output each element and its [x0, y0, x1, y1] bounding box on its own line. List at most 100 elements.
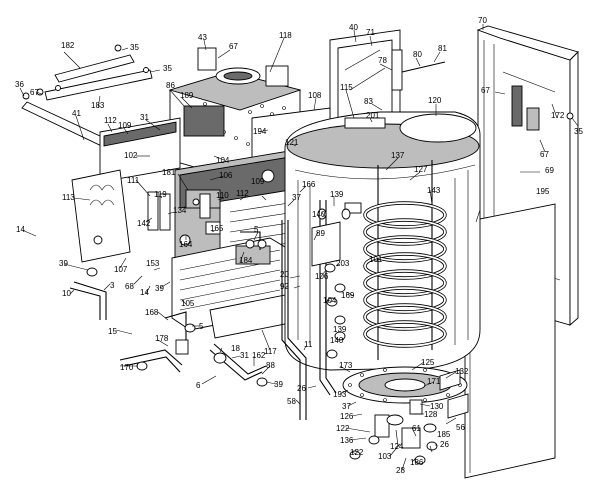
part-label: 78 — [378, 56, 387, 65]
part-label: 20 — [280, 270, 289, 279]
part-label: 110 — [216, 191, 229, 200]
part-label: 168 — [145, 308, 159, 317]
part-label: 125 — [421, 358, 435, 367]
part-label: 10 — [62, 289, 71, 298]
part-label: 126 — [340, 412, 354, 421]
part-label: 56 — [456, 423, 465, 432]
part-label: 43 — [198, 33, 207, 42]
part-label: 115 — [340, 83, 353, 92]
part-label: 189 — [180, 91, 194, 100]
heating-coil — [344, 160, 447, 360]
part-label: 171 — [427, 377, 441, 386]
part-label: 35 — [163, 64, 172, 73]
part-label: 132 — [455, 367, 469, 376]
part-label: 140 — [312, 210, 326, 219]
part-label: 122 — [336, 424, 350, 433]
part-label: 113 — [62, 193, 75, 202]
part-label: 183 — [91, 101, 105, 110]
insulation-frame — [71, 117, 181, 263]
part-label: 120 — [428, 96, 442, 105]
part-label: 139 — [330, 190, 344, 199]
part-label: 117 — [264, 347, 277, 356]
part-label: 3 — [110, 281, 115, 290]
part-label: 153 — [146, 259, 160, 268]
part-label: 130 — [430, 402, 444, 411]
part-label: 108 — [308, 91, 322, 100]
burner-assembly — [171, 237, 306, 339]
pipework — [69, 200, 337, 420]
part-label: 185 — [437, 430, 451, 439]
part-label: 101 — [369, 255, 383, 264]
part-label: 164 — [179, 240, 193, 249]
part-label: 102 — [124, 151, 138, 160]
part-label: 14 — [140, 288, 149, 297]
part-label: 31 — [240, 351, 249, 360]
part-label: 67 — [30, 88, 39, 97]
part-label: 83 — [364, 97, 373, 106]
part-label: 112 — [236, 189, 249, 198]
part-label: 81 — [438, 44, 447, 53]
part-label: 173 — [339, 361, 353, 370]
part-label: 186 — [410, 458, 424, 467]
part-label: 26 — [440, 440, 449, 449]
part-label: 14 — [16, 225, 25, 234]
part-label: 112 — [104, 116, 117, 125]
part-label: 61 — [412, 424, 421, 433]
part-label: 124 — [390, 442, 404, 451]
part-label: 181 — [162, 168, 176, 177]
part-label: 5 — [254, 225, 259, 234]
part-label: 118 — [279, 31, 292, 40]
leader-lines — [19, 24, 579, 471]
part-label: 139 — [333, 325, 347, 334]
tank-bottom-flange — [342, 366, 468, 404]
part-label: 140 — [330, 336, 344, 345]
part-label: 103 — [378, 452, 392, 461]
part-labels: 182 35 35 43 67 118 40 71 70 36 67 183 8… — [15, 16, 583, 475]
part-label: 106 — [219, 171, 233, 180]
part-label: 109 — [251, 177, 265, 186]
part-label: 71 — [366, 28, 375, 37]
part-label: 142 — [137, 219, 151, 228]
part-label: 80 — [413, 50, 422, 59]
part-label: 127 — [414, 165, 428, 174]
part-label: 58 — [287, 397, 296, 406]
part-label: 88 — [266, 361, 275, 370]
part-label: 39 — [59, 259, 68, 268]
part-label: 121 — [285, 138, 299, 147]
part-label: 111 — [127, 176, 140, 185]
part-label: 37 — [342, 402, 351, 411]
part-label: 193 — [333, 390, 347, 399]
part-label: 170 — [120, 363, 134, 372]
part-label: 28 — [396, 466, 405, 475]
part-label: 169 — [341, 291, 355, 300]
part-label: 86 — [166, 81, 175, 90]
part-label: 184 — [239, 256, 253, 265]
part-label: 137 — [391, 151, 405, 160]
part-label: 104 — [323, 296, 337, 305]
part-label: 92 — [280, 282, 289, 291]
part-label: 67 — [540, 150, 549, 159]
part-label: 15 — [108, 327, 117, 336]
part-label: 122 — [350, 448, 364, 457]
part-label: 119 — [154, 190, 167, 199]
part-label: 195 — [536, 187, 550, 196]
part-label: 11 — [304, 340, 313, 349]
part-label: 70 — [478, 16, 487, 25]
fittings — [22, 44, 574, 465]
part-label: 136 — [340, 436, 354, 445]
part-label: 26 — [297, 384, 306, 393]
part-label: 67 — [481, 86, 490, 95]
part-label: 39 — [274, 380, 283, 389]
part-label: 128 — [424, 410, 438, 419]
part-label: 109 — [118, 121, 132, 130]
part-label: 105 — [181, 299, 195, 308]
part-label: 107 — [114, 265, 128, 274]
part-label: 194 — [253, 127, 267, 136]
part-label: 6 — [196, 381, 201, 390]
part-label: 41 — [72, 109, 81, 118]
part-label: 37 — [292, 193, 301, 202]
part-label: 67 — [229, 42, 238, 51]
part-label: 39 — [155, 284, 164, 293]
part-label: 178 — [155, 334, 169, 343]
